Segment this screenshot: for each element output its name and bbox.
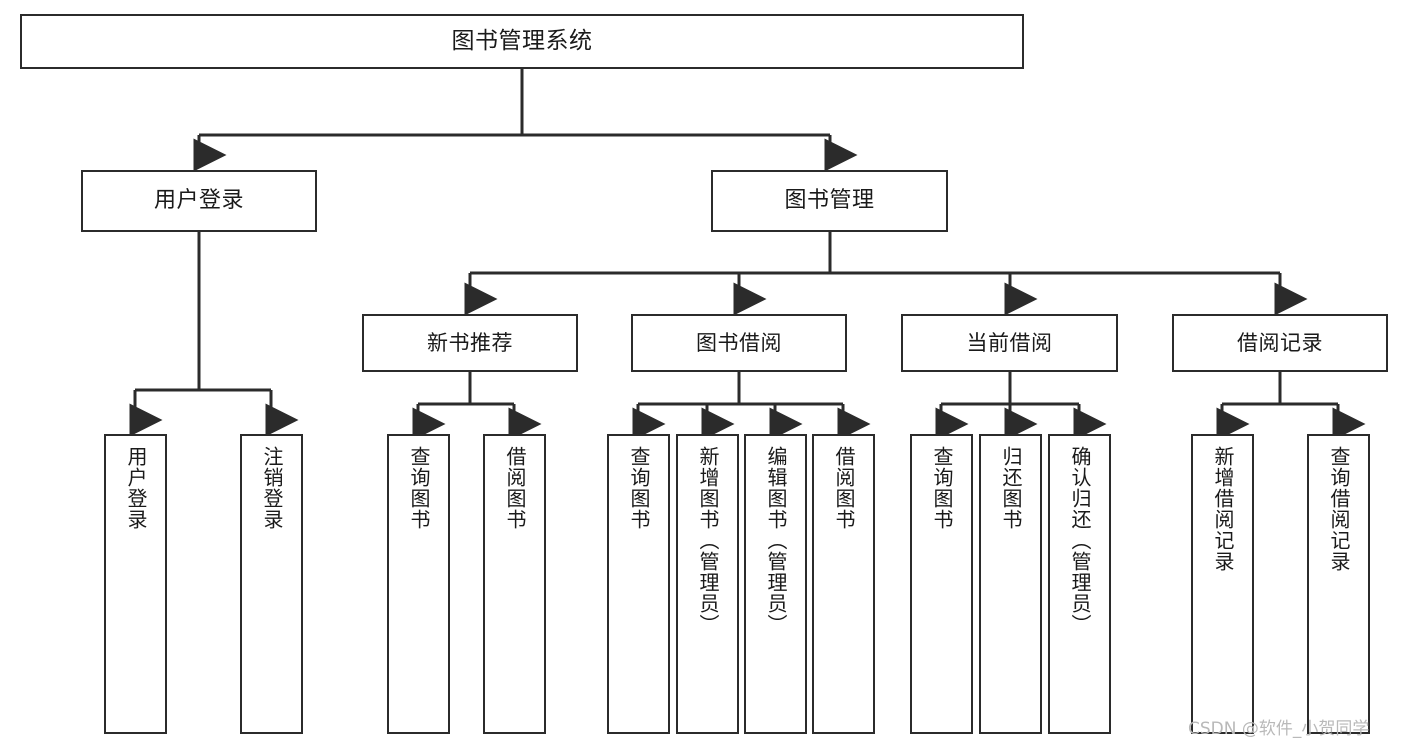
leaf-book-borrow-borrow-book[interactable]: 借阅图书 [812,434,875,734]
node-label: 查询图书 [407,446,431,530]
node-label: 确认归还（管理员） [1068,446,1092,635]
node-label: 注销登录 [260,446,284,530]
node-label: 查询借阅记录 [1327,446,1351,572]
node-current-borrow[interactable]: 当前借阅 [901,314,1118,372]
node-label: 借阅图书 [503,446,527,530]
node-label: 用户登录 [124,446,148,530]
node-label: 新增借阅记录 [1211,446,1235,572]
node-root-book-management-system[interactable]: 图书管理系统 [20,14,1024,69]
leaf-current-borrow-return-book[interactable]: 归还图书 [979,434,1042,734]
node-borrow-record[interactable]: 借阅记录 [1172,314,1388,372]
leaf-book-borrow-edit-book-admin[interactable]: 编辑图书（管理员） [744,434,807,734]
leaf-new-book-borrow-book[interactable]: 借阅图书 [483,434,546,734]
node-new-book-recommend[interactable]: 新书推荐 [362,314,578,372]
node-label: 新增图书（管理员） [696,446,720,635]
node-label: 借阅记录 [1237,330,1323,355]
node-label: 查询图书 [930,446,954,530]
leaf-borrow-record-add-record[interactable]: 新增借阅记录 [1191,434,1254,734]
leaf-new-book-query-book[interactable]: 查询图书 [387,434,450,734]
leaf-user-login-login[interactable]: 用户登录 [104,434,167,734]
leaf-current-borrow-confirm-return-admin[interactable]: 确认归还（管理员） [1048,434,1111,734]
node-label: 用户登录 [153,188,244,214]
node-label: 图书管理 [784,188,875,214]
node-label: 编辑图书（管理员） [764,446,788,635]
node-label: 图书管理系统 [451,28,593,55]
leaf-user-login-logout[interactable]: 注销登录 [240,434,303,734]
node-label: 新书推荐 [427,330,513,355]
node-book-management[interactable]: 图书管理 [711,170,948,232]
leaf-book-borrow-query-book[interactable]: 查询图书 [607,434,670,734]
node-label: 查询图书 [627,446,651,530]
leaf-current-borrow-query-book[interactable]: 查询图书 [910,434,973,734]
node-label: 当前借阅 [966,330,1053,355]
node-label: 借阅图书 [832,446,856,530]
csdn-watermark: CSDN @软件_小贺同学 [1188,719,1370,739]
node-user-login[interactable]: 用户登录 [81,170,317,232]
node-label: 归还图书 [999,446,1023,530]
node-book-borrow[interactable]: 图书借阅 [631,314,847,372]
leaf-borrow-record-query-record[interactable]: 查询借阅记录 [1307,434,1370,734]
node-label: 图书借阅 [696,330,782,355]
leaf-book-borrow-add-book-admin[interactable]: 新增图书（管理员） [676,434,739,734]
